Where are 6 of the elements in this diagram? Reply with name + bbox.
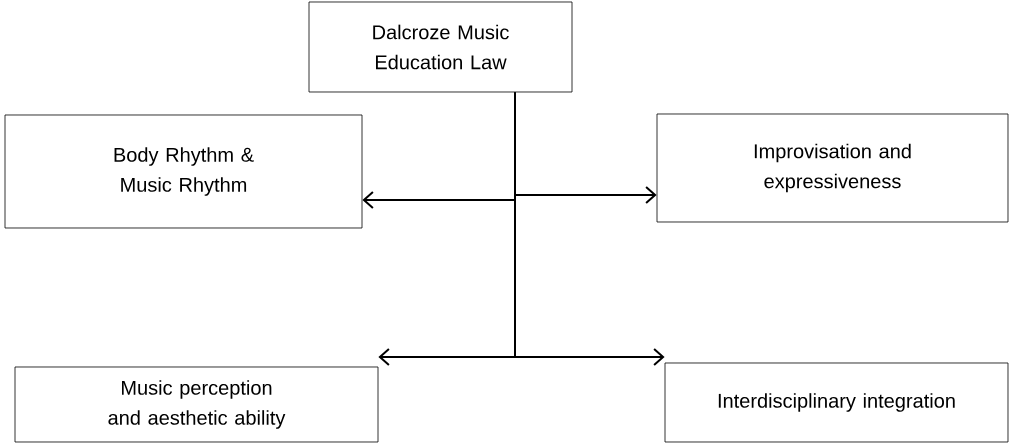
text-box: Improvisation and expressiveness [656,113,1009,223]
text-box: Interdisciplinary integration [664,362,1009,443]
text-box: Dalcroze Music Education Law [308,1,573,93]
arrow [514,91,665,366]
text-box: Body Rhythm & Music Rhythm [4,114,363,229]
text-box: Music perception and aesthetic ability [14,366,379,443]
